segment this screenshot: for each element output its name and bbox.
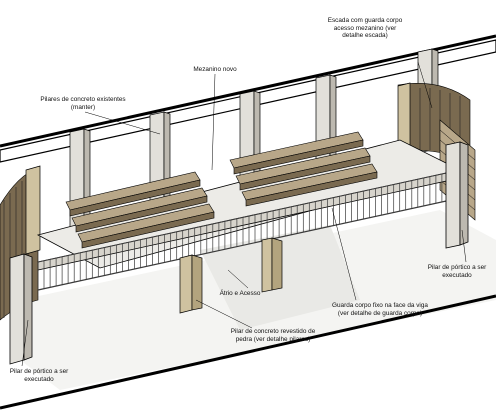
back-ground-line bbox=[0, 34, 496, 148]
label-atrium: Átrio e Acesso bbox=[219, 290, 261, 297]
guardrail bbox=[37, 169, 461, 291]
leader-lines bbox=[21, 61, 467, 367]
stone-pillars bbox=[179, 237, 283, 314]
portico-pillar-right bbox=[445, 141, 461, 249]
label-portico-right: Pilar de pórtico a ser executado bbox=[427, 264, 487, 279]
seating-left bbox=[65, 171, 215, 249]
label-mezzanine: Mezanino novo bbox=[193, 66, 237, 73]
label-guardrail: Guarda corpo fixo na face da viga (ver d… bbox=[332, 302, 428, 317]
portico-pillar-left-side bbox=[23, 253, 33, 361]
label-portico-left: Pilar de pórtico a ser executado bbox=[9, 368, 69, 383]
portico-pillar-left bbox=[9, 253, 25, 365]
label-existing-pillars: Pilares de concreto existentes (manter) bbox=[40, 96, 126, 111]
label-stair: Escada com guarda corpo acesso mezanino … bbox=[327, 17, 403, 40]
portico-pillar-right-side bbox=[459, 141, 469, 246]
seating-right bbox=[229, 131, 378, 207]
label-stone-pillar: Pilar de concreto revestido de pedra (ve… bbox=[230, 328, 316, 343]
front-ground-line bbox=[0, 294, 496, 410]
